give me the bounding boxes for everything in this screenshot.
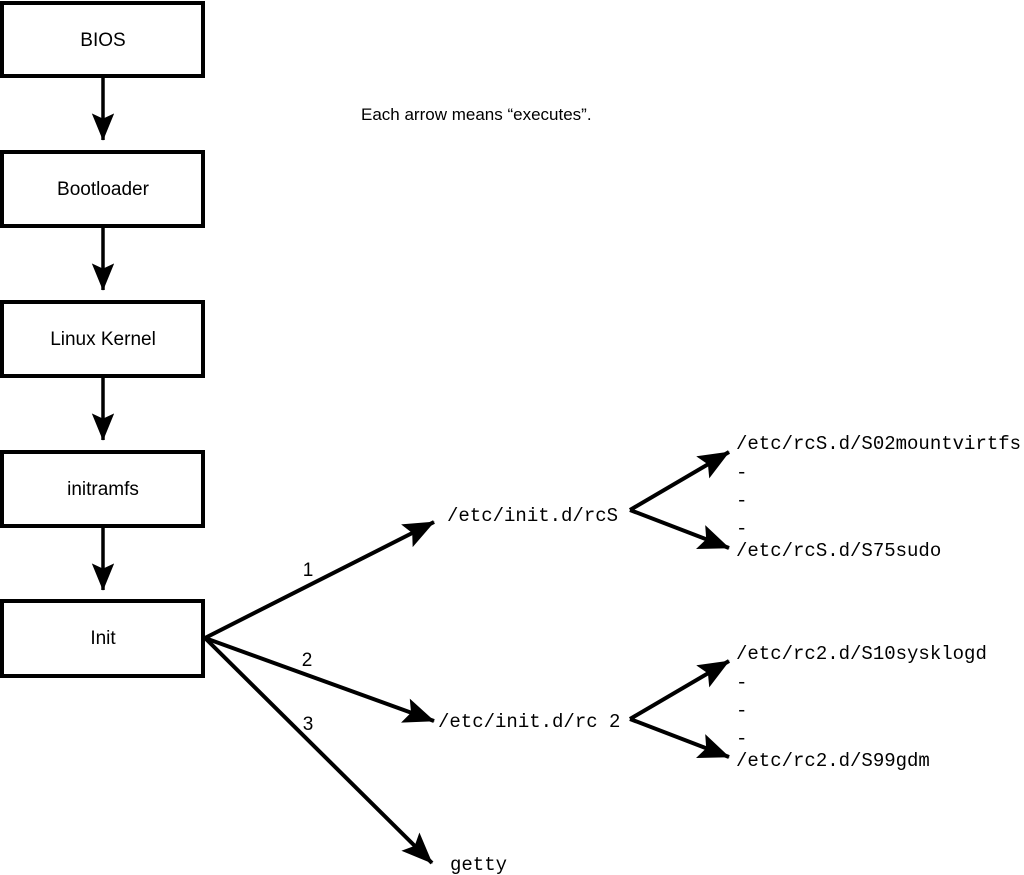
- arrow-rcs-to-last-script: [629, 508, 730, 550]
- node-initramfs-label: initramfs: [67, 479, 139, 500]
- label-getty[interactable]: getty: [450, 854, 507, 875]
- branch-number-2: 2: [302, 650, 313, 671]
- rcs-ellipsis-dash-2: -: [736, 490, 747, 512]
- label-rcs-last-script[interactable]: /etc/rcS.d/S75sudo: [736, 540, 941, 562]
- node-bios[interactable]: BIOS: [0, 1, 205, 78]
- label-rc2-last-script[interactable]: /etc/rc2.d/S99gdm: [736, 750, 930, 772]
- node-linux-kernel-box: [0, 300, 205, 378]
- node-initramfs[interactable]: initramfs: [0, 450, 205, 528]
- rc2-ellipsis-dash-1: -: [736, 672, 747, 694]
- arrow-rc2-to-first-script: [628, 659, 731, 721]
- rcs-ellipsis-dash-1: -: [736, 462, 747, 484]
- node-linux-kernel-label: Linux Kernel: [50, 329, 156, 350]
- node-init[interactable]: Init: [0, 599, 205, 678]
- label-init-d-rc2[interactable]: /etc/init.d/rc 2: [438, 711, 620, 733]
- label-init-d-rcs[interactable]: /etc/init.d/rcS: [447, 505, 618, 527]
- arrow-init-to-getty: [203, 636, 434, 865]
- arrow-init-to-rc2: [204, 636, 435, 723]
- label-rc2-first-script[interactable]: /etc/rc2.d/S10sysklogd: [736, 643, 987, 665]
- label-rcs-first-script[interactable]: /etc/rcS.d/S02mountvirtfs: [736, 433, 1021, 455]
- arrow-rc2-to-last-script: [629, 717, 730, 759]
- rc2-ellipsis-dash-2: -: [736, 700, 747, 722]
- node-init-box: [0, 599, 205, 678]
- arrow-init-to-rcs: [204, 520, 435, 640]
- legend-note: Each arrow means “executes”.: [361, 105, 592, 124]
- rc2-ellipsis-dash-3: -: [736, 728, 747, 750]
- node-bootloader[interactable]: Bootloader: [0, 150, 205, 228]
- branch-number-1: 1: [303, 560, 314, 581]
- rcs-ellipsis-dash-3: -: [736, 518, 747, 540]
- node-bios-box: [0, 1, 205, 78]
- node-bios-label: BIOS: [80, 30, 125, 51]
- node-bootloader-box: [0, 150, 205, 228]
- node-bootloader-label: Bootloader: [57, 179, 150, 200]
- node-linux-kernel[interactable]: Linux Kernel: [0, 300, 205, 378]
- node-init-label: Init: [90, 628, 116, 649]
- arrow-rcs-to-first-script: [628, 450, 731, 512]
- branch-number-3: 3: [303, 714, 314, 735]
